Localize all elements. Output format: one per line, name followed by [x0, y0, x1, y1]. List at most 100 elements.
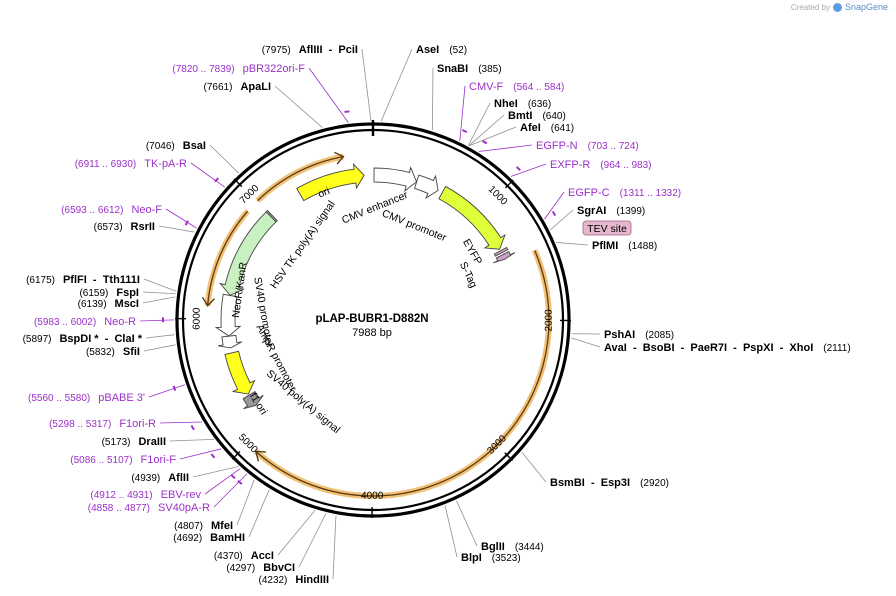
site-sfii[interactable]: SfiI(5832) [86, 346, 140, 358]
site-nhei[interactable]: NheI(636) [494, 98, 551, 110]
primer-pbabe-3[interactable]: pBABE 3'(5560 .. 5580) [28, 392, 145, 404]
site-pflfi-tth111i[interactable]: PflFI - Tth111I(6175) [26, 274, 140, 286]
site-hindiii[interactable]: HindIII (4232) [258, 574, 329, 586]
primer-cmv-f[interactable]: CMV-F(564 .. 584) [469, 81, 564, 93]
primer-tk-pa-r[interactable]: TK-pA-R(6911 .. 6930) [75, 158, 187, 170]
site-position: (6175) [26, 275, 55, 286]
site-position: (964 .. 983) [600, 160, 651, 171]
site-name: MfeI [211, 520, 233, 532]
primer-f1ori-r[interactable]: F1ori-R(5298 .. 5317) [49, 418, 156, 430]
primer-neo-r[interactable]: Neo-R(5983 .. 6002) [34, 316, 136, 328]
site-pflmi[interactable]: PflMI(1488) [592, 240, 657, 252]
tick-mark [504, 179, 514, 189]
site-leader-line [431, 67, 434, 131]
primer-egfp-n[interactable]: EGFP-N(703 .. 724) [536, 140, 639, 152]
site-name: AflII [168, 472, 189, 484]
feature-sv40-promoter[interactable] [214, 293, 242, 337]
site-avai-bsobi-paer7i-pspxi-xhoi[interactable]: AvaI - BsoBI - PaeR7I - PspXI - XhoI(211… [604, 342, 851, 354]
site-name: BsmBI - Esp3I [550, 477, 630, 489]
site-bsai[interactable]: BsaI(7046) [146, 140, 206, 152]
site-position: (4912 .. 4931) [90, 490, 152, 501]
site-msci[interactable]: MscI(6139) [78, 298, 139, 310]
site-fspi[interactable]: FspI (6159) [79, 287, 139, 299]
site-leader-line [459, 85, 466, 141]
site-afliii-pcii[interactable]: AflIII - PciI(7975) [262, 44, 358, 56]
site-pshai[interactable]: PshAI(2085) [604, 329, 674, 341]
site-acci[interactable]: AccI(4370) [214, 550, 274, 562]
primer-exfp-r[interactable]: EXFP-R(964 .. 983) [550, 159, 652, 171]
site-position: (4858 .. 4877) [88, 503, 150, 514]
site-bspdi-clai[interactable]: BspDI * - ClaI *(5897) [23, 333, 143, 345]
site-leader-line [145, 334, 175, 339]
site-position: (6159) [79, 288, 108, 299]
site-bmti[interactable]: BmtI(640) [508, 110, 566, 122]
site-bsmbi-esp3i[interactable]: BsmBI - Esp3I (2920) [550, 477, 669, 489]
feature-ori[interactable] [296, 162, 365, 202]
site-name: FspI [116, 287, 139, 299]
site-line-layer [139, 48, 601, 580]
site-position: (2920) [640, 478, 669, 489]
site-name: Neo-F [131, 204, 162, 216]
site-position: (7661) [204, 82, 233, 93]
primer-sv40pa-r[interactable]: SV40pA-R(4858 .. 4877) [88, 502, 210, 514]
feature-sv40-poly-a-signal[interactable] [242, 390, 264, 410]
site-snabi[interactable]: SnaBI(385) [437, 63, 502, 75]
orf-arc-bubr1-d882n[interactable] [253, 249, 552, 499]
site-name: AflIII - PciI [299, 44, 358, 56]
feature-label-cmv-promoter: CMV promoter [380, 207, 448, 244]
site-bamhi[interactable]: BamHI(4692) [173, 532, 245, 544]
orf-arrow-tk-pa-r-region [334, 151, 345, 165]
site-sgrai[interactable]: SgrAI(1399) [577, 205, 645, 217]
feature-layer [214, 162, 516, 410]
site-position: (52) [449, 45, 467, 56]
site-position: (6911 .. 6930) [75, 159, 137, 170]
feature-cmv-enhancer[interactable] [373, 166, 418, 193]
site-mfei[interactable]: MfeI(4807) [174, 520, 233, 532]
site-name: BspDI * - ClaI * [59, 333, 142, 345]
site-leader-line [159, 421, 203, 424]
site-leader-line [190, 162, 226, 188]
site-rsrii[interactable]: RsrII(6573) [94, 221, 155, 233]
site-position: (4232) [258, 575, 287, 586]
site-position: (5560 .. 5580) [28, 393, 90, 404]
feature-ampr-promoter[interactable] [218, 334, 243, 349]
feature-s-tag[interactable] [492, 251, 516, 264]
site-name: HindIII [295, 574, 329, 586]
site-leader-line [277, 510, 316, 556]
site-position: (5173) [102, 437, 131, 448]
site-bbvci[interactable]: BbvCI(4297) [226, 562, 295, 574]
feature-neor-kanr[interactable] [219, 211, 277, 296]
feature-eyfp[interactable] [438, 185, 506, 250]
feature-cmv-promoter[interactable] [414, 174, 439, 200]
primer-neo-f[interactable]: Neo-F(6593 .. 6612) [61, 204, 162, 216]
feature-f1-ori[interactable] [224, 350, 256, 395]
tick-label: 2000 [544, 309, 555, 332]
feature-tev-site[interactable] [493, 246, 509, 257]
site-position: (4297) [226, 563, 255, 574]
site-aflii[interactable]: AflII(4939) [131, 472, 189, 484]
primer-f1ori-f[interactable]: F1ori-F(5086 .. 5107) [70, 454, 176, 466]
tick-label: 4000 [361, 491, 384, 502]
tev-site-box[interactable]: TEV site [582, 220, 632, 236]
tick-label: 6000 [192, 307, 203, 330]
site-asei[interactable]: AseI(52) [416, 44, 467, 56]
tev-site-badge [582, 220, 632, 236]
site-name: F1ori-R [119, 418, 156, 430]
primer-ebv-rev[interactable]: EBV-rev(4912 .. 4931) [90, 489, 201, 501]
site-position: (6573) [94, 222, 123, 233]
site-leader-line [143, 344, 176, 352]
site-draiii[interactable]: DraIII(5173) [102, 436, 166, 448]
site-leader-line [521, 451, 547, 483]
site-leader-line [142, 296, 176, 304]
site-blpi[interactable]: BlpI(3523) [461, 552, 521, 564]
primer-pbr322ori-f[interactable]: pBR322ori-F(7820 .. 7839) [172, 63, 305, 75]
site-apali[interactable]: ApaLI(7661) [204, 81, 271, 93]
primer-egfp-c[interactable]: EGFP-C(1311 .. 1332) [568, 187, 681, 199]
site-name: AfeI [520, 122, 541, 134]
site-position: (6139) [78, 299, 107, 310]
site-afei[interactable]: AfeI(641) [520, 122, 574, 134]
site-bglii[interactable]: BglII(3444) [481, 541, 544, 553]
site-leader-line [571, 337, 601, 348]
site-leader-line [444, 505, 458, 558]
